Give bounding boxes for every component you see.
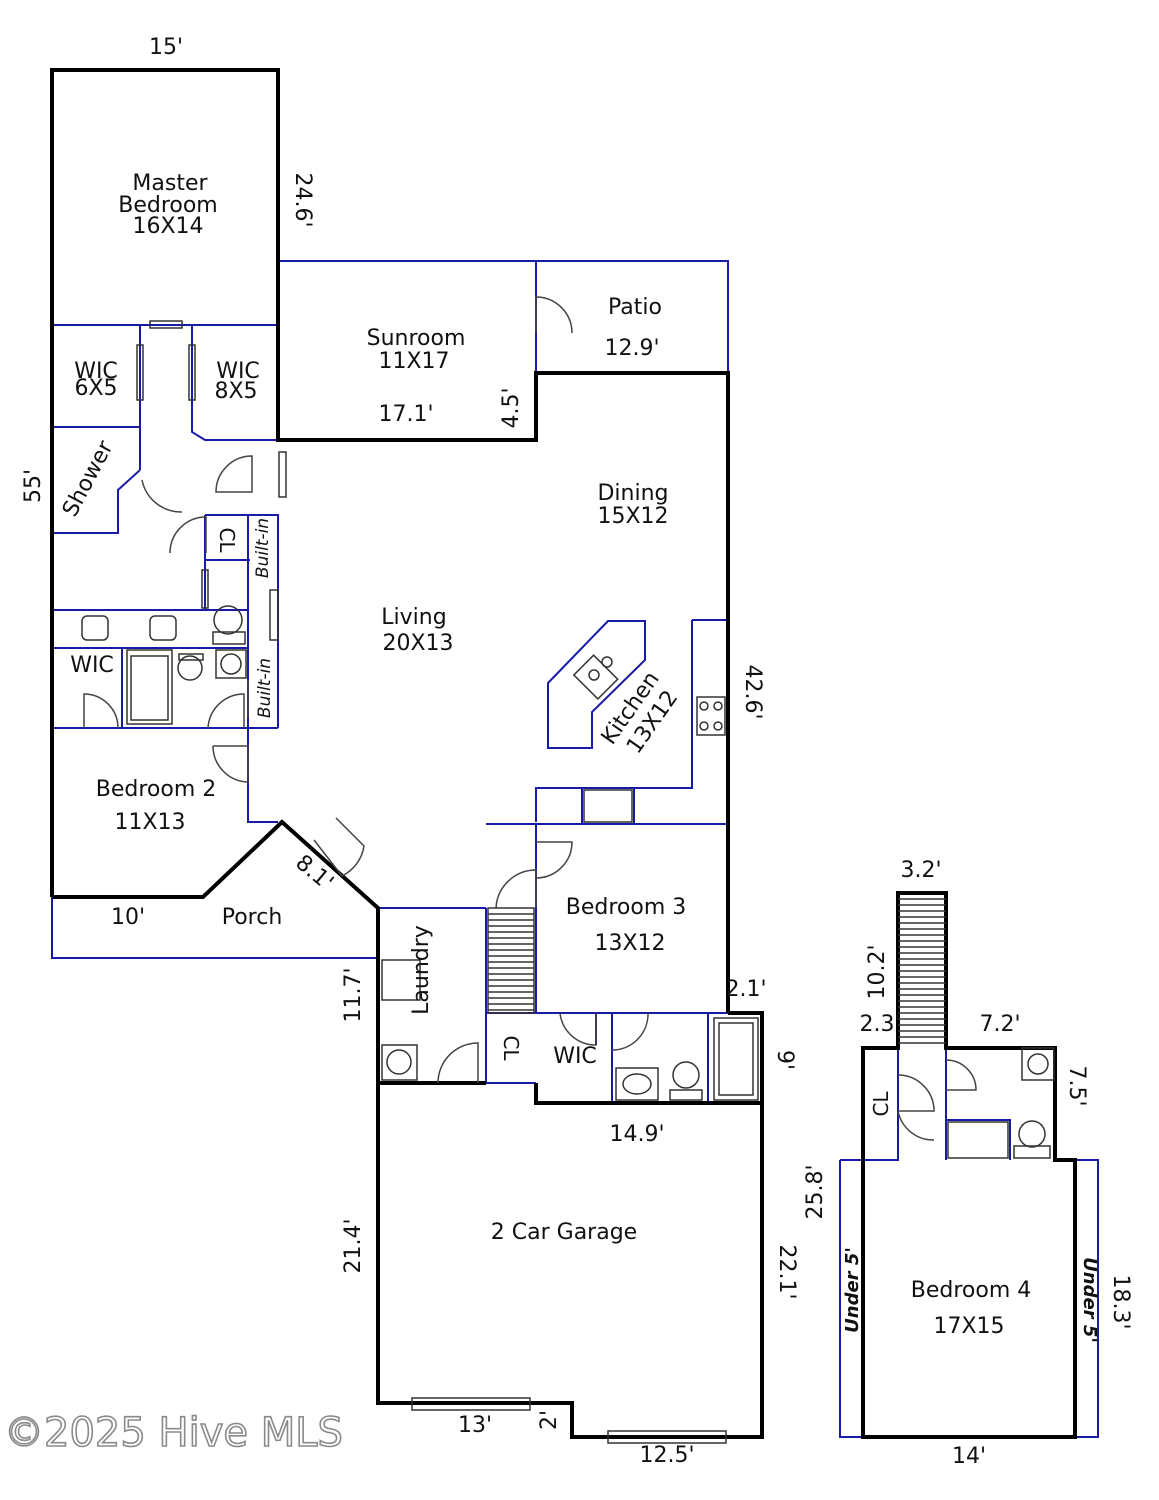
built-in-upper-label: Built-in [253,518,273,578]
under5-left-label: Under 5' [842,1247,863,1333]
dining-label: Dining [597,481,668,506]
dim-garage-top: 14.9' [609,1122,664,1147]
dim-overall-length: 55' [21,469,46,503]
dim-garage-bottom-right: 12.5' [639,1443,694,1468]
cl-master-label: CL [215,527,239,553]
master-bedroom-label: Master [132,171,208,196]
dim-bath-step: 2.1' [725,977,766,1002]
porch-label: Porch [222,905,283,930]
built-in-lower-label: Built-in [255,658,275,718]
laundry-label: Laundry [409,925,434,1015]
bedroom3-size: 13X12 [594,931,665,956]
dim-patio-width: 12.9' [604,336,659,361]
dim-master-depth: 24.6' [290,172,315,227]
master-bedroom-size: 16X14 [132,214,203,239]
dim-bath-depth: 9' [772,1050,797,1070]
bedroom4-label: Bedroom 4 [911,1278,1032,1303]
sunroom-size: 11X17 [378,349,449,374]
fixtures [81,296,1055,1444]
living-size: 20X13 [382,631,453,656]
sunroom-label: Sunroom [367,326,466,351]
wic-right-label: WIC [216,359,260,384]
dim-top-width: 15' [149,35,183,60]
dim-garage-step: 2' [537,1410,562,1430]
bedroom4-size: 17X15 [933,1314,1004,1339]
dim-sunroom-step: 4.5' [499,387,524,428]
exterior-walls [50,68,1077,1439]
stairs-bonus [898,898,946,1044]
bedroom2-size: 11X13 [114,810,185,835]
stairs-main [487,907,535,1014]
dim-bonus-width: 14' [952,1444,986,1469]
dim-stair-length: 10.2' [865,944,890,999]
cl-hall-label: CL [499,1035,523,1061]
dim-bonus-step: 2.3' [859,1012,900,1037]
master-bedroom-label-2: Bedroom [118,193,218,218]
wic-left-label: WIC [74,359,118,384]
interior-lines [51,260,1099,1438]
garage-label: 2 Car Garage [491,1220,637,1245]
dim-bonus-bath-depth: 7.5' [1064,1065,1089,1106]
shower-label: Shower [58,436,119,521]
wic-bed3-label: WIC [553,1044,597,1069]
wic-right-size: 8X5 [214,379,257,404]
dim-bonus-room-depth: 18.3' [1108,1274,1133,1329]
dining-size: 15X12 [597,504,668,529]
bedroom3-label: Bedroom 3 [566,895,687,920]
wic-bath-label: WIC [70,653,114,678]
cl-bed4-label: CL [869,1091,893,1117]
dim-porch-angle: 8.1' [290,850,338,896]
dim-sunroom-width: 17.1' [378,402,433,427]
bedroom2-label: Bedroom 2 [96,777,217,802]
dim-garage-bottom-left: 13' [458,1413,492,1438]
dim-stair-width: 3.2' [900,858,941,883]
dim-garage-left: 21.4' [341,1218,366,1273]
dim-garage-right: 22.1' [774,1244,799,1299]
dimension-labels: 15' 24.6' 55' 12.9' 17.1' 4.5' 42.6' 8.1… [21,35,1133,1469]
dim-bonus-bath-width: 7.2' [979,1012,1020,1037]
dim-kitchen-side: 42.6' [740,664,765,719]
under5-right-label: Under 5' [1079,1257,1100,1343]
dim-laundry-depth: 11.7' [341,967,366,1022]
watermark-text: ©2025 Hive MLS [4,1410,343,1456]
wic-left-size: 6X5 [74,376,117,401]
living-label: Living [381,605,446,630]
dim-porch-width: 10' [111,905,145,930]
patio-label: Patio [608,295,662,320]
dim-bonus-total-depth: 25.8' [803,1164,828,1219]
